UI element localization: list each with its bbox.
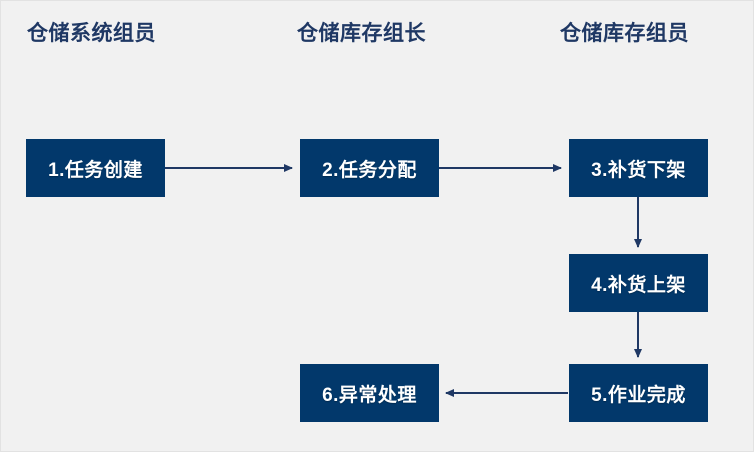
node-task-creation[interactable]: 1.任务创建 — [26, 139, 165, 197]
node-task-assignment[interactable]: 2.任务分配 — [300, 139, 439, 197]
node-job-complete[interactable]: 5.作业完成 — [569, 364, 708, 422]
node-label: 6.异常处理 — [322, 384, 417, 406]
node-exception-handling[interactable]: 6.异常处理 — [300, 364, 439, 422]
node-label: 4.补货上架 — [591, 274, 686, 296]
node-label: 2.任务分配 — [322, 159, 417, 181]
lane-header-inventory-team-leader: 仓储库存组长 — [297, 22, 426, 45]
node-replenishment-putaway[interactable]: 4.补货上架 — [569, 254, 708, 312]
lane-header-warehouse-system-member: 仓储系统组员 — [27, 22, 156, 45]
node-label: 5.作业完成 — [591, 384, 686, 406]
node-label: 3.补货下架 — [591, 159, 686, 181]
lane-header-inventory-team-member: 仓储库存组员 — [560, 22, 689, 45]
node-label: 1.任务创建 — [48, 159, 143, 181]
node-replenishment-pickdown[interactable]: 3.补货下架 — [569, 139, 708, 197]
